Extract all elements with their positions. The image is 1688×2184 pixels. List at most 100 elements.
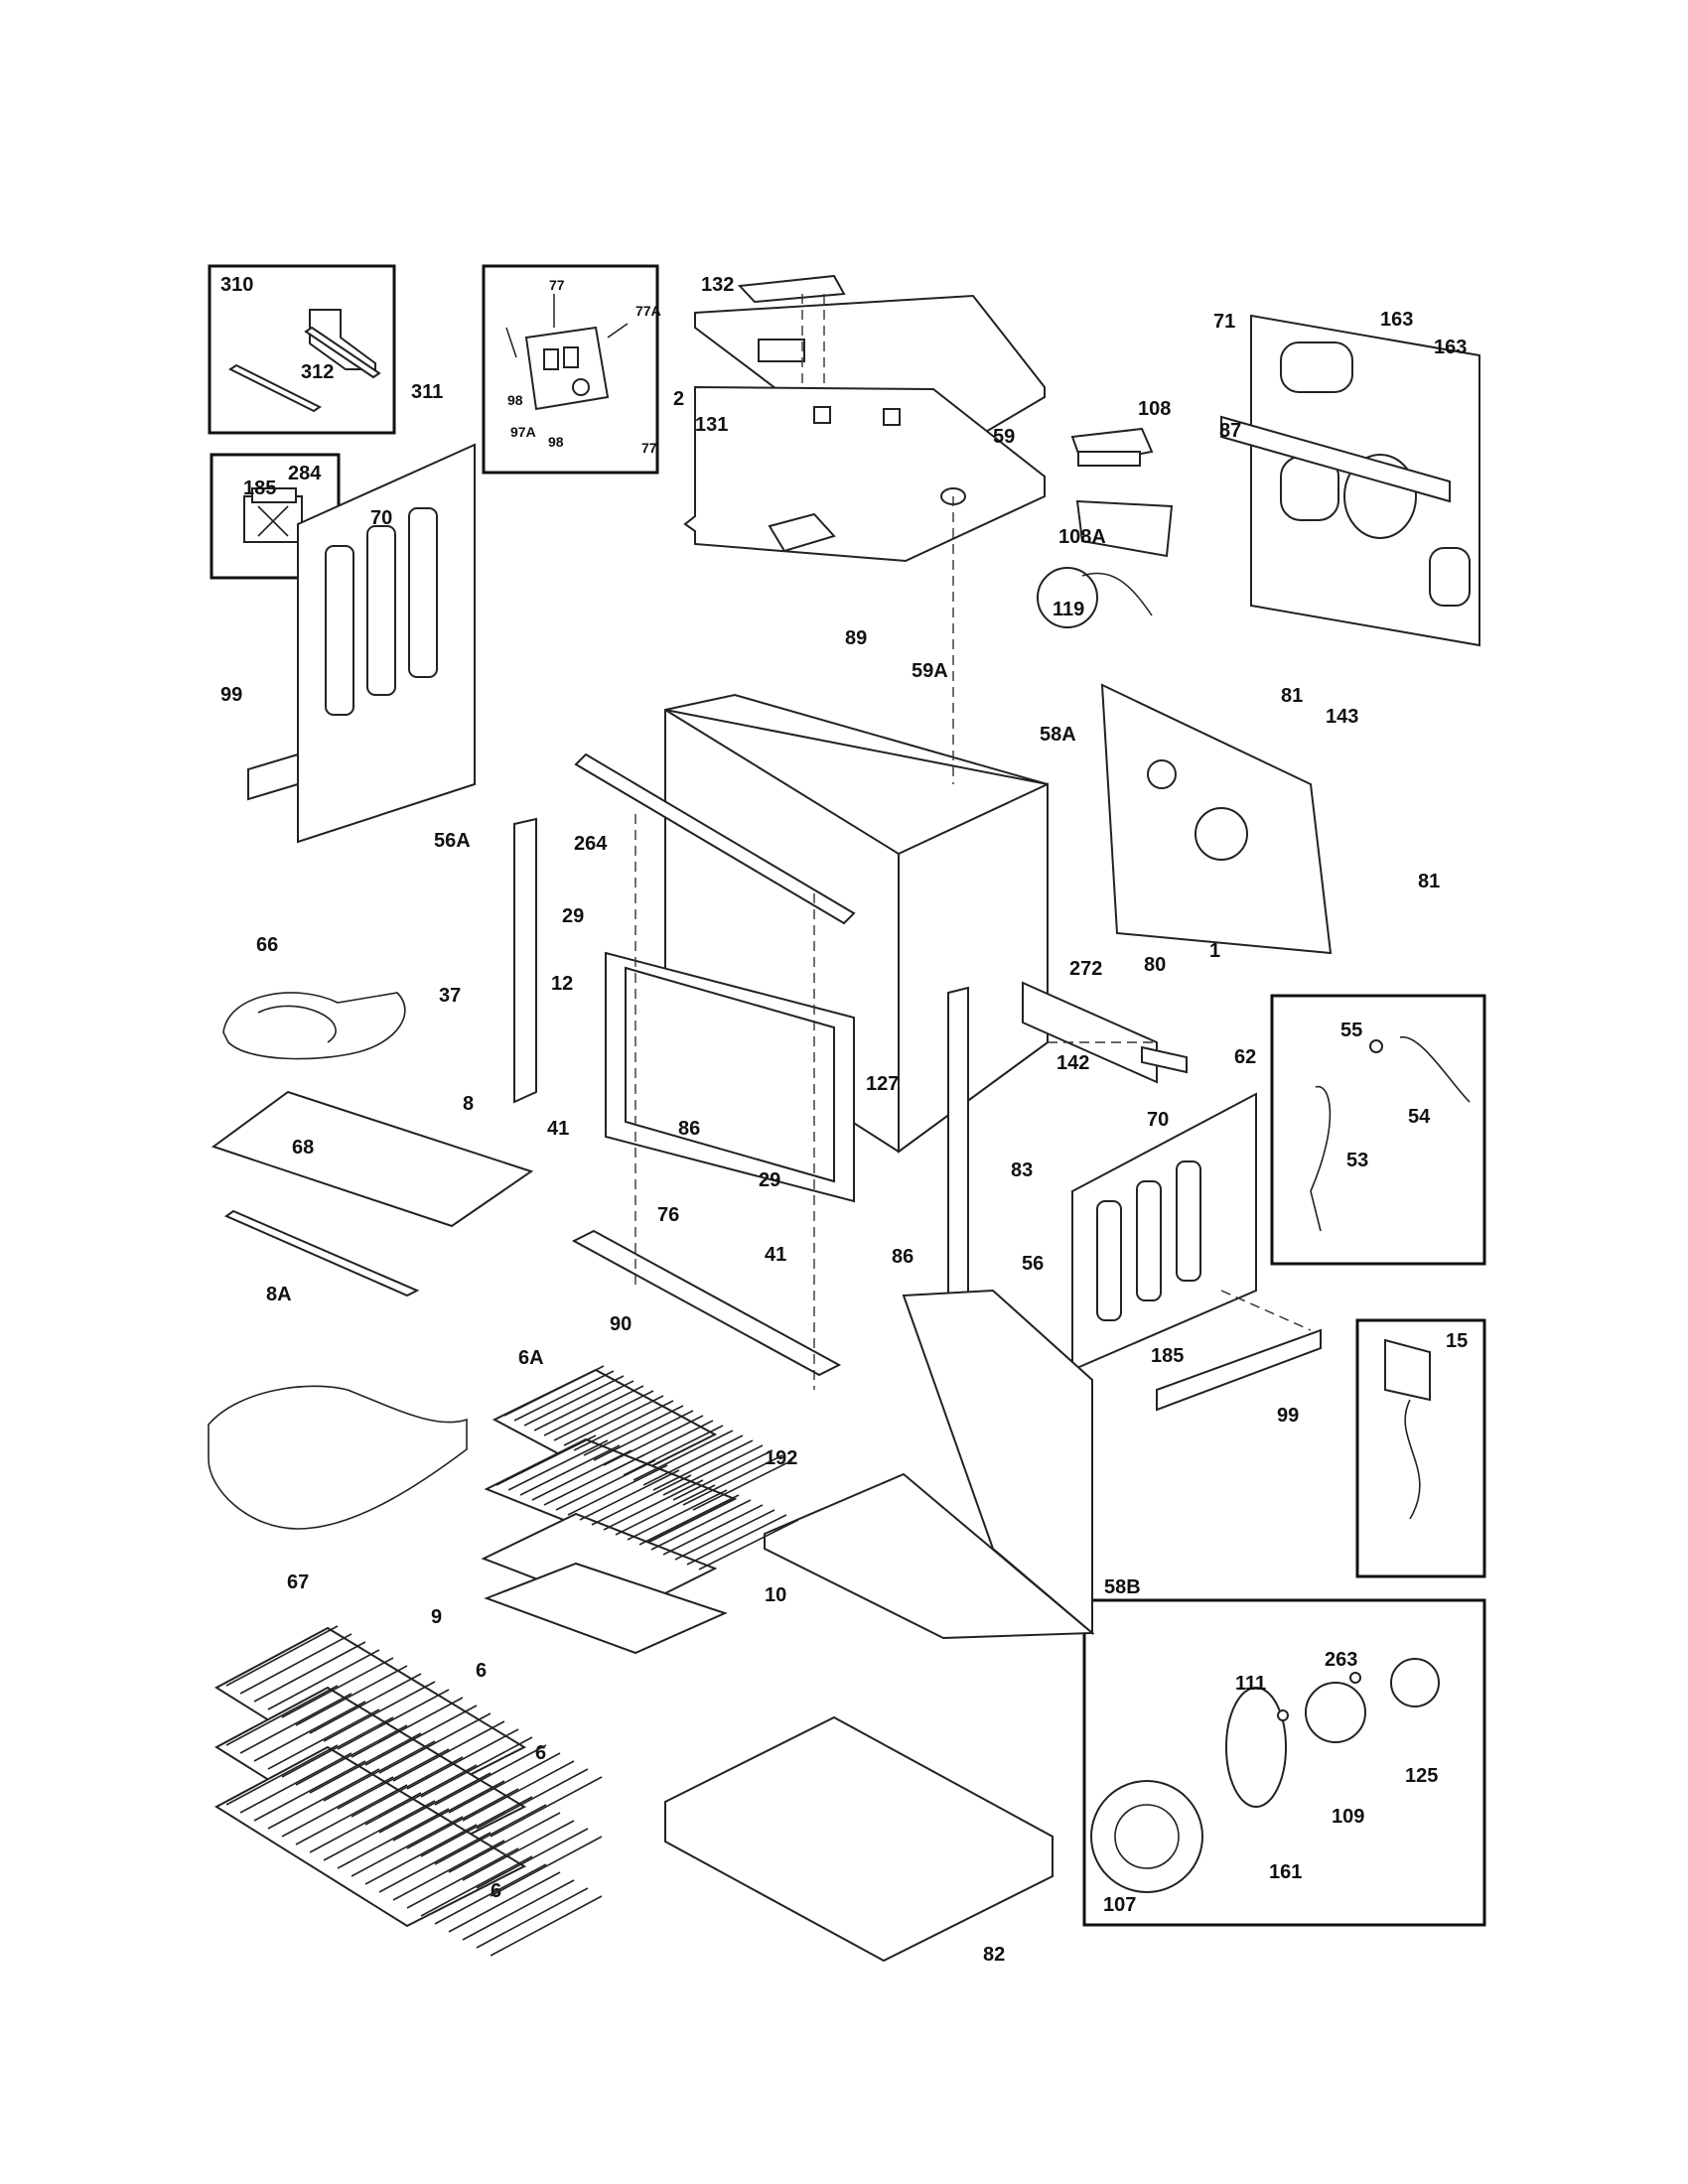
- rack-wire: [698, 1519, 799, 1570]
- callout-label-108a: 108A: [1058, 526, 1106, 548]
- rack-wire: [531, 1449, 633, 1501]
- side-panel-70-right: [1071, 1092, 1322, 1412]
- rack-wire: [593, 1410, 694, 1461]
- rack-wire: [662, 1444, 764, 1496]
- rack-wire: [351, 1756, 464, 1818]
- rack-wire: [420, 1736, 533, 1798]
- callout-label-77a: 77A: [635, 303, 661, 319]
- callout-label-56: 56: [1022, 1253, 1044, 1275]
- callout-label-98: 98: [507, 392, 523, 408]
- rack-wire: [543, 1385, 644, 1436]
- rack-wire: [378, 1832, 492, 1893]
- callout-label-37: 37: [439, 985, 461, 1007]
- rack-wire: [553, 1390, 654, 1441]
- callout-label-163: 163: [1380, 309, 1413, 331]
- clock-timer: [1384, 1338, 1431, 1520]
- callout-label-76: 76: [657, 1204, 679, 1226]
- inset-box-convection-fan: [1082, 1598, 1486, 1927]
- rack-wire: [603, 1479, 704, 1531]
- rack-wire: [225, 1625, 339, 1687]
- rack-wire: [476, 1828, 589, 1889]
- rack-wire: [406, 1728, 519, 1790]
- callout-label-127: 127: [866, 1073, 899, 1095]
- callout-label-29: 29: [562, 905, 584, 927]
- drip-tray-8: [211, 1090, 534, 1228]
- bar-90: [571, 1229, 842, 1377]
- rack-wire: [406, 1847, 519, 1909]
- rack-wire: [519, 1444, 621, 1496]
- callout-label-29b: 29: [759, 1169, 780, 1191]
- callout-label-87: 87: [1219, 420, 1241, 442]
- rack-wire: [378, 1712, 492, 1774]
- callout-label-41b: 41: [765, 1244, 786, 1266]
- rack-wire: [563, 1395, 664, 1446]
- rack-wire: [267, 1649, 380, 1710]
- callout-label-8a: 8A: [266, 1284, 292, 1305]
- rack-wire: [337, 1689, 450, 1750]
- callout-label-81: 81: [1281, 685, 1303, 707]
- callout-label-53: 53: [1346, 1150, 1368, 1171]
- rack-wire: [633, 1430, 734, 1481]
- callout-label-284: 284: [288, 463, 322, 484]
- rack-wire: [253, 1641, 366, 1703]
- rack-wire: [662, 1504, 764, 1556]
- callout-label-71: 71: [1213, 311, 1235, 333]
- rack-wire: [364, 1824, 478, 1885]
- callout-label-77b: 77: [641, 440, 657, 456]
- callout-label-99: 99: [220, 684, 242, 706]
- rack-wire: [295, 1724, 408, 1786]
- rack-wire: [533, 1380, 634, 1432]
- rack-wire: [573, 1400, 674, 1451]
- inset-box-control-board: [482, 264, 659, 475]
- rack-wire: [281, 1776, 394, 1838]
- rack-wire: [364, 1705, 478, 1766]
- rack-wire: [490, 1776, 603, 1838]
- callout-label-185b: 185: [1151, 1345, 1184, 1367]
- callout-label-77: 77: [549, 277, 565, 293]
- rack-wire: [225, 1744, 339, 1806]
- callout-label-58a: 58A: [1040, 724, 1076, 746]
- rack-wire: [490, 1895, 603, 1957]
- rack-wire: [434, 1804, 547, 1865]
- rack-wire: [462, 1820, 575, 1881]
- rack-wire: [309, 1673, 422, 1734]
- callout-label-6b: 6: [535, 1742, 546, 1764]
- thermostat-bubble: [1037, 567, 1098, 628]
- callout-label-108: 108: [1138, 398, 1171, 420]
- rack-wire: [378, 1772, 492, 1834]
- rack-wire: [682, 1454, 783, 1506]
- rack-wire: [638, 1494, 740, 1546]
- rack-wire: [392, 1720, 505, 1782]
- callout-label-99b: 99: [1277, 1405, 1299, 1427]
- side-panel-70-left: [247, 443, 476, 844]
- bracket-108: [1070, 427, 1174, 558]
- rack-wire: [434, 1863, 547, 1925]
- callout-label-10: 10: [765, 1584, 786, 1606]
- callout-label-119: 119: [1053, 599, 1084, 620]
- callout-label-82: 82: [983, 1944, 1005, 1966]
- callout-label-86b: 86: [892, 1246, 914, 1268]
- callout-label-109: 109: [1332, 1806, 1364, 1828]
- rack-wire: [623, 1425, 724, 1476]
- callout-label-12: 12: [551, 973, 573, 995]
- callout-label-83: 83: [1011, 1160, 1033, 1181]
- rack-wire: [309, 1792, 422, 1853]
- callout-label-163b: 163: [1434, 337, 1467, 358]
- terminal-block-62: [1141, 1045, 1188, 1074]
- convection-fan-parts: [1090, 1658, 1440, 1893]
- callout-label-142: 142: [1056, 1052, 1089, 1074]
- callout-label-90: 90: [610, 1313, 632, 1335]
- rail-56A: [513, 817, 537, 1104]
- base-insulation-58B: [764, 1289, 1095, 1640]
- top-plate-2: [683, 385, 1046, 563]
- rack-wire: [239, 1752, 352, 1814]
- rack-wire: [448, 1812, 561, 1873]
- rack-wire: [579, 1469, 680, 1521]
- rack-wire: [337, 1808, 450, 1869]
- callout-label-89: 89: [845, 627, 867, 649]
- rack-wire: [523, 1375, 625, 1427]
- callout-label-6: 6: [476, 1660, 487, 1682]
- rack-wire: [674, 1509, 775, 1561]
